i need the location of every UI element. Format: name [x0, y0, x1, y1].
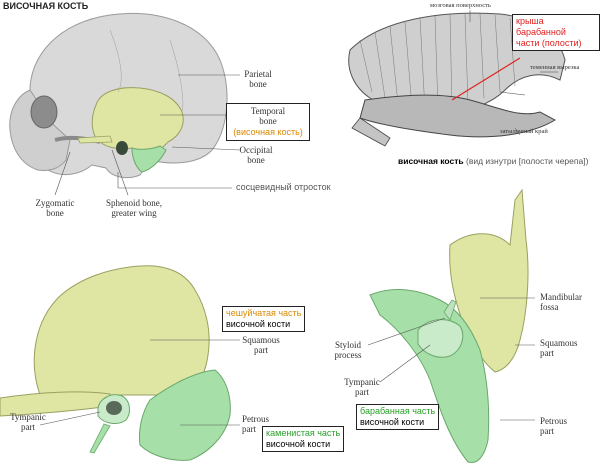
mandibular-line-2: fossa — [540, 302, 559, 312]
cerebral-surface-label: мозговая поверхность — [430, 2, 491, 9]
parietal-notch-label: теменная вырезка — [530, 64, 580, 71]
petrous-box-line-2: височной кости — [266, 439, 331, 449]
zygomatic-process-inner — [351, 117, 391, 147]
sphenoid-line-1: Sphenoid bone, — [106, 198, 162, 208]
lateral-view-illustration — [0, 265, 240, 461]
petrous-box-line-1: каменистая часть — [266, 428, 341, 438]
tympanic-part-label-inferior: Tympanic part — [340, 377, 384, 397]
inner-view-illustration — [348, 10, 566, 147]
inferior-leader-lines — [367, 297, 535, 421]
tympanic-box-line-2: височной кости — [360, 417, 425, 427]
petrous-part-box: каменистая часть височной кости — [262, 426, 345, 452]
inferior-view-illustration — [367, 188, 535, 464]
zygomatic-bone-label: Zygomatic bone — [28, 198, 82, 218]
roof-line-1: крыша барабанной — [516, 16, 566, 37]
inner-view-caption: височная кость (вид изнутри [полости чер… — [398, 156, 588, 167]
caption-rest: (вид изнутри [полости черепа]) — [466, 156, 589, 166]
inner-hatching — [359, 13, 516, 111]
squamous-part-label: Squamous part — [236, 335, 286, 355]
squamous-part-lateral — [33, 265, 210, 396]
temporal-line-1: Temporal — [250, 106, 286, 116]
skull-illustration — [9, 12, 241, 196]
tympanic-box-line-1: барабанная часть — [360, 406, 436, 416]
zygomatic-line-1: Zygomatic — [35, 198, 75, 208]
petrous-ridge-inner — [359, 94, 557, 138]
styloid-process-lateral — [89, 423, 111, 454]
tympanic-roof-pointer — [451, 57, 521, 101]
styloid-process-label: Styloid process — [326, 340, 370, 360]
temporal-line-2: bone — [259, 116, 277, 126]
styloid-line-1: Styloid — [334, 340, 361, 350]
tympanic-line-1: Tympanic — [10, 412, 46, 422]
petrous-part-label-lateral: Petrous part — [242, 414, 269, 434]
roof-line-2: части (полости) — [516, 38, 582, 48]
ear-opening — [116, 141, 128, 155]
zygomatic-line-2: bone — [46, 208, 64, 218]
tympanic-line-2: part — [21, 422, 35, 432]
squamous-line-2: part — [254, 345, 268, 355]
petrous-part-lateral — [139, 369, 231, 461]
mastoid-process-skull — [131, 145, 167, 173]
petrous-inf-line-1: Petrous — [540, 416, 567, 426]
temporal-ru-label: (височная кость) — [233, 127, 303, 137]
suture-lines — [109, 29, 184, 113]
tympanic-roof-box: крыша барабанной части (полости) — [512, 14, 600, 51]
page-title: ВИСОЧНАЯ КОСТЬ — [3, 1, 89, 11]
styloid-process-inferior — [443, 299, 457, 321]
parietal-line-1: Parietal — [244, 69, 272, 79]
orbit — [30, 95, 58, 129]
petrous-inf-line-2: part — [540, 426, 554, 436]
parietal-bone-label: Parietal bone — [236, 69, 280, 89]
squamous-inf-line-2: part — [540, 348, 554, 358]
sphenoid-line-2: greater wing — [111, 208, 157, 218]
squamous-part-box: чешуйчатая часть височной кости — [222, 306, 306, 332]
squamous-box-line-2: височной кости — [226, 319, 291, 329]
external-acoustic-meatus — [106, 401, 122, 415]
squamous-inf-line-1: Squamous — [540, 338, 578, 348]
mastoid-process-label: сосцевидный отросток — [236, 182, 331, 192]
mandibular-fossa-label: Mandibular fossa — [540, 292, 582, 312]
petrous-part-label-inferior: Petrous part — [540, 416, 567, 436]
parietal-line-2: bone — [249, 79, 267, 89]
squamous-line-1: Squamous — [242, 335, 280, 345]
sphenoid-bone-label: Sphenoid bone, greater wing — [100, 198, 168, 218]
squamous-box-line-1: чешуйчатая часть — [226, 308, 302, 318]
occipital-bone-label: Occipital bone — [234, 145, 278, 165]
temporal-bone-label: Temporal bone — [227, 106, 309, 126]
lateral-leader-lines — [39, 339, 240, 426]
tympanic-inf-line-1: Tympanic — [344, 377, 380, 387]
tympanic-inf-line-2: part — [355, 387, 369, 397]
petrous-line-1: Petrous — [242, 414, 269, 424]
temporal-bone-box: Temporal bone (височная кость) — [226, 103, 310, 141]
occipital-edge-label: затылочный край — [500, 128, 548, 135]
squamous-part-label-inferior: Squamous part — [540, 338, 578, 358]
caption-bold: височная кость — [398, 156, 464, 166]
zygomatic-process-temporal — [77, 135, 113, 144]
styloid-line-2: process — [334, 350, 362, 360]
mandibular-line-1: Mandibular — [540, 292, 582, 302]
tympanic-part-label-lateral: Tympanic part — [6, 412, 50, 432]
inner-leader-lines — [469, 10, 558, 136]
occipital-line-1: Occipital — [239, 145, 273, 155]
petrous-line-2: part — [242, 424, 256, 434]
face-shape — [9, 89, 71, 171]
occipital-line-2: bone — [247, 155, 265, 165]
tympanic-part-box: барабанная часть височной кости — [356, 404, 440, 430]
